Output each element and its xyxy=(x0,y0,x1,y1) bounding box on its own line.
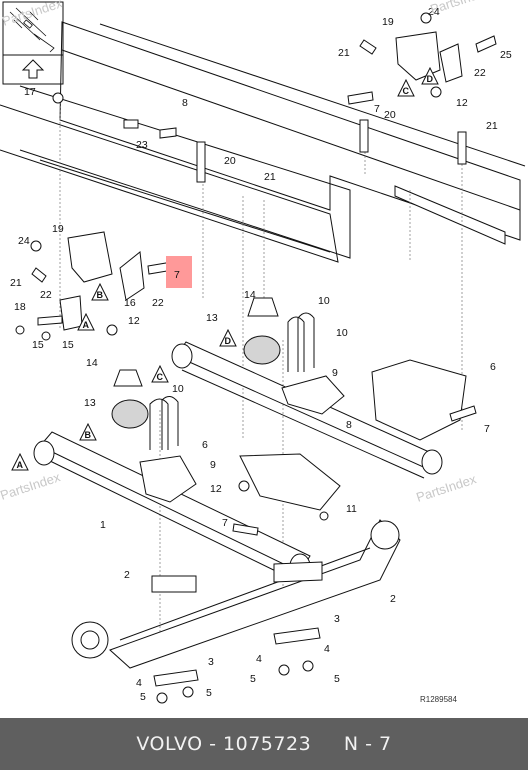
callout-9a: 9 xyxy=(332,367,338,379)
callout-4b: 4 xyxy=(256,653,262,665)
reference-code: R1289584 xyxy=(420,695,457,704)
callout-24b: 24 xyxy=(18,235,30,247)
callout-13a: 13 xyxy=(206,312,218,324)
callout-19a: 19 xyxy=(382,16,394,28)
callout-1: 1 xyxy=(100,519,106,531)
footer-brand: VOLVO xyxy=(136,733,203,755)
callout-14b: 14 xyxy=(86,357,98,369)
callout-23: 23 xyxy=(136,139,148,151)
spring-brackets xyxy=(59,31,467,593)
svg-text:C: C xyxy=(403,86,410,96)
callout-21c: 21 xyxy=(264,171,276,183)
svg-text:D: D xyxy=(225,336,232,346)
svg-text:A: A xyxy=(17,460,24,470)
callout-13b: 13 xyxy=(84,397,96,409)
svg-text:A: A xyxy=(83,320,90,330)
svg-text:B: B xyxy=(97,290,104,300)
callout-17: 17 xyxy=(24,86,36,98)
bolts xyxy=(31,35,497,536)
marker-C-top: C xyxy=(397,78,415,97)
callout-19b: 19 xyxy=(52,223,64,235)
marker-D-top: D xyxy=(421,66,439,85)
callout-12a: 12 xyxy=(456,97,468,109)
callout-3a: 3 xyxy=(208,656,214,668)
footer-position: N - 7 xyxy=(343,733,392,755)
callout-16: 16 xyxy=(124,297,136,309)
callout-7b: 7 xyxy=(174,269,180,281)
callout-7d: 7 xyxy=(222,517,228,529)
callout-5d: 5 xyxy=(206,687,212,699)
frame-rail xyxy=(0,21,526,263)
callout-4a: 4 xyxy=(136,677,142,689)
callout-4c: 4 xyxy=(324,643,330,655)
svg-text:D: D xyxy=(427,74,434,84)
callout-22b: 22 xyxy=(152,297,164,309)
leaf-spring-left xyxy=(33,431,311,579)
watermark-top-right: PartsIndex xyxy=(428,0,492,17)
marker-A-lower: A xyxy=(11,452,29,471)
callout-20a: 20 xyxy=(384,109,396,121)
callout-8a: 8 xyxy=(182,97,188,109)
footer-separator: - xyxy=(202,733,224,755)
footer-part-number: 1075723 xyxy=(223,733,312,755)
callout-14a: 14 xyxy=(244,289,256,301)
callout-10a: 10 xyxy=(318,295,330,307)
callout-3b: 3 xyxy=(334,613,340,625)
callout-10b: 10 xyxy=(336,327,348,339)
callout-20b: 20 xyxy=(224,155,236,167)
callout-10c: 10 xyxy=(172,383,184,395)
callout-21b: 21 xyxy=(486,120,498,132)
svg-text:C: C xyxy=(157,372,164,382)
axle xyxy=(71,519,401,669)
callouts: 24 19 21 25 7 22 12 20 21 17 23 8 20 21 … xyxy=(10,6,512,703)
callout-7a: 7 xyxy=(374,103,380,115)
marker-D-mid: D xyxy=(219,328,237,347)
callout-22a: 22 xyxy=(474,67,486,79)
helper-springs xyxy=(111,297,281,429)
callout-18: 18 xyxy=(14,301,26,313)
marker-A-left: A xyxy=(77,312,95,331)
svg-text:B: B xyxy=(85,430,92,440)
callout-21d: 21 xyxy=(10,277,22,289)
u-bolts xyxy=(149,312,315,450)
callout-12b: 12 xyxy=(128,315,140,327)
callout-25: 25 xyxy=(500,49,512,61)
callout-2a: 2 xyxy=(124,569,130,581)
callout-9b: 9 xyxy=(210,459,216,471)
callout-2b: 2 xyxy=(390,593,396,605)
arrow-up-inset-icon[interactable] xyxy=(2,1,64,85)
callout-22c: 22 xyxy=(40,289,52,301)
watermark-mid-right: PartsIndex xyxy=(414,471,478,505)
callout-6b: 6 xyxy=(202,439,208,451)
footer-bar: VOLVO - 1075723 N - 7 xyxy=(0,718,528,770)
callout-12c: 12 xyxy=(210,483,222,495)
marker-B-left: B xyxy=(91,282,109,301)
callout-8b: 8 xyxy=(346,419,352,431)
footer-gap xyxy=(311,733,344,755)
callout-5c: 5 xyxy=(334,673,340,685)
watermark-mid-left: PartsIndex xyxy=(0,469,63,503)
callout-5a: 5 xyxy=(140,691,146,703)
callout-11: 11 xyxy=(346,503,357,515)
callout-21a: 21 xyxy=(338,47,350,59)
callout-24a: 24 xyxy=(428,6,440,18)
highlight-callout-7 xyxy=(166,256,192,288)
callout-5b: 5 xyxy=(250,673,256,685)
callout-6a: 6 xyxy=(490,361,496,373)
callout-15b: 15 xyxy=(62,339,74,351)
parts-diagram: C C D D B B A A 24 19 21 25 7 22 12 20 2… xyxy=(0,0,526,704)
marker-B-lower: B xyxy=(79,422,97,441)
callout-7c: 7 xyxy=(484,423,490,435)
callout-15a: 15 xyxy=(32,339,44,351)
marker-C-mid: C xyxy=(151,364,169,383)
